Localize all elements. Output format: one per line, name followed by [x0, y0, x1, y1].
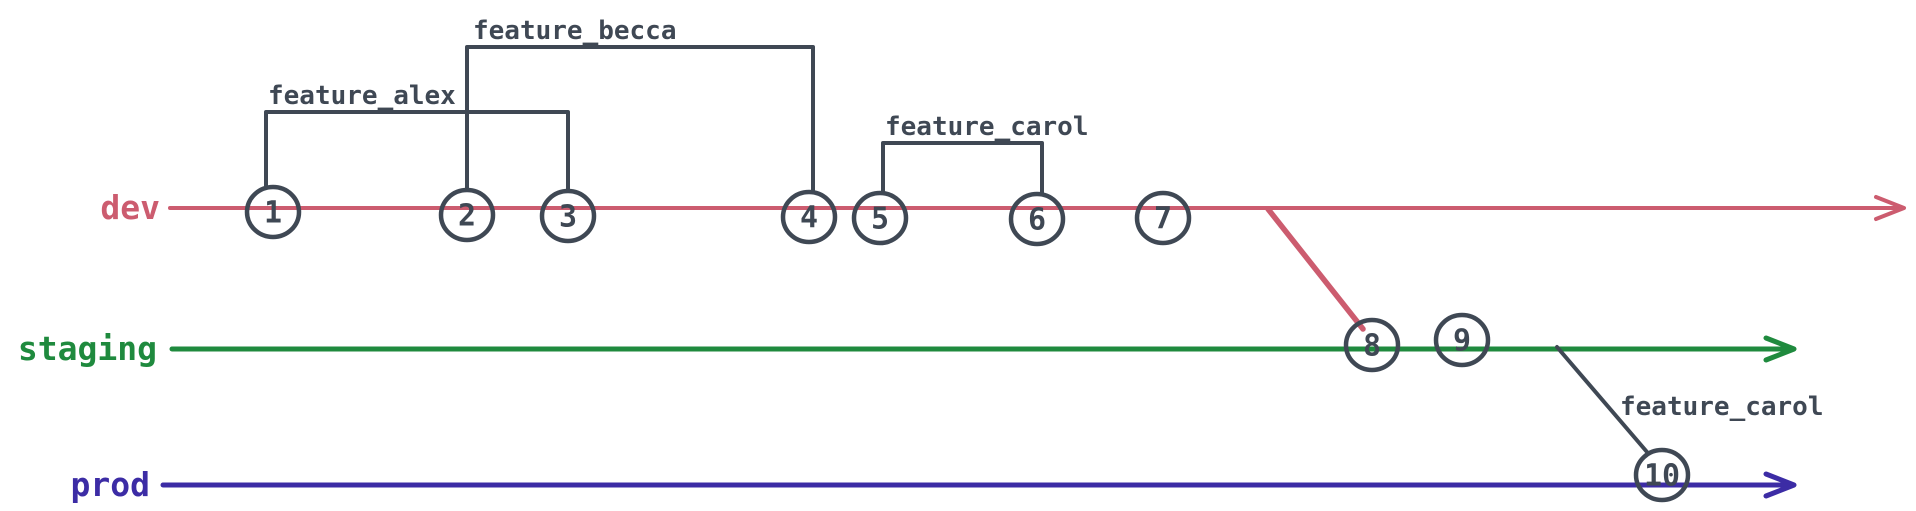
commit-circle	[1633, 447, 1691, 503]
commit-number: 9	[1453, 324, 1471, 359]
commit-circle	[438, 187, 496, 243]
feature-branch-label: feature_alex	[268, 81, 456, 111]
commit-circle	[539, 188, 597, 244]
commit-node-4: 4	[780, 189, 838, 245]
commit-node-10: 10	[1633, 447, 1691, 503]
commit-circle	[851, 190, 909, 246]
dev-arrowhead-icon	[1874, 195, 1906, 221]
commit-node-8: 8	[1343, 317, 1401, 373]
commit-circle	[1008, 191, 1066, 247]
commit-node-3: 3	[539, 188, 597, 244]
feature-bracket-feature_becca	[465, 45, 815, 194]
commit-circle	[1433, 312, 1491, 368]
merge-edge-dev-to-commit-8	[1265, 206, 1366, 332]
commit-circle	[1343, 317, 1401, 373]
commit-number: 2	[458, 199, 476, 234]
commit-node-5: 5	[851, 190, 909, 246]
commit-node-6: 6	[1008, 191, 1066, 247]
commit-number: 4	[800, 201, 818, 236]
feature-branch-label: feature_becca	[473, 16, 677, 46]
branch-label-prod: prod	[71, 465, 150, 504]
commit-number: 1	[264, 196, 282, 231]
branch-label-dev: dev	[100, 188, 160, 227]
branch-label-staging: staging	[18, 329, 157, 368]
commit-number: 6	[1028, 203, 1046, 238]
prod-arrowhead-icon	[1763, 471, 1797, 499]
commit-node-7: 7	[1134, 190, 1192, 246]
commit-number: 8	[1363, 329, 1381, 364]
staging-arrowhead-icon	[1763, 335, 1797, 363]
commit-number: 7	[1154, 202, 1172, 237]
commit-number: 3	[559, 200, 577, 235]
commit-circle	[1134, 190, 1192, 246]
commit-node-2: 2	[438, 187, 496, 243]
feature-bracket-feature_alex	[264, 110, 570, 193]
commit-circle	[244, 184, 302, 240]
commit-node-1: 1	[244, 184, 302, 240]
commit-number: 5	[871, 202, 889, 237]
commit-node-9: 9	[1433, 312, 1491, 368]
commit-circle	[780, 189, 838, 245]
merge-edge-staging-to-commit-10	[1555, 345, 1649, 454]
feature-branch-label: feature_carol	[885, 112, 1089, 142]
commit-number: 10	[1644, 459, 1680, 494]
merge-branch-label: feature_carol	[1620, 392, 1824, 422]
feature-bracket-feature_carol	[881, 141, 1044, 196]
